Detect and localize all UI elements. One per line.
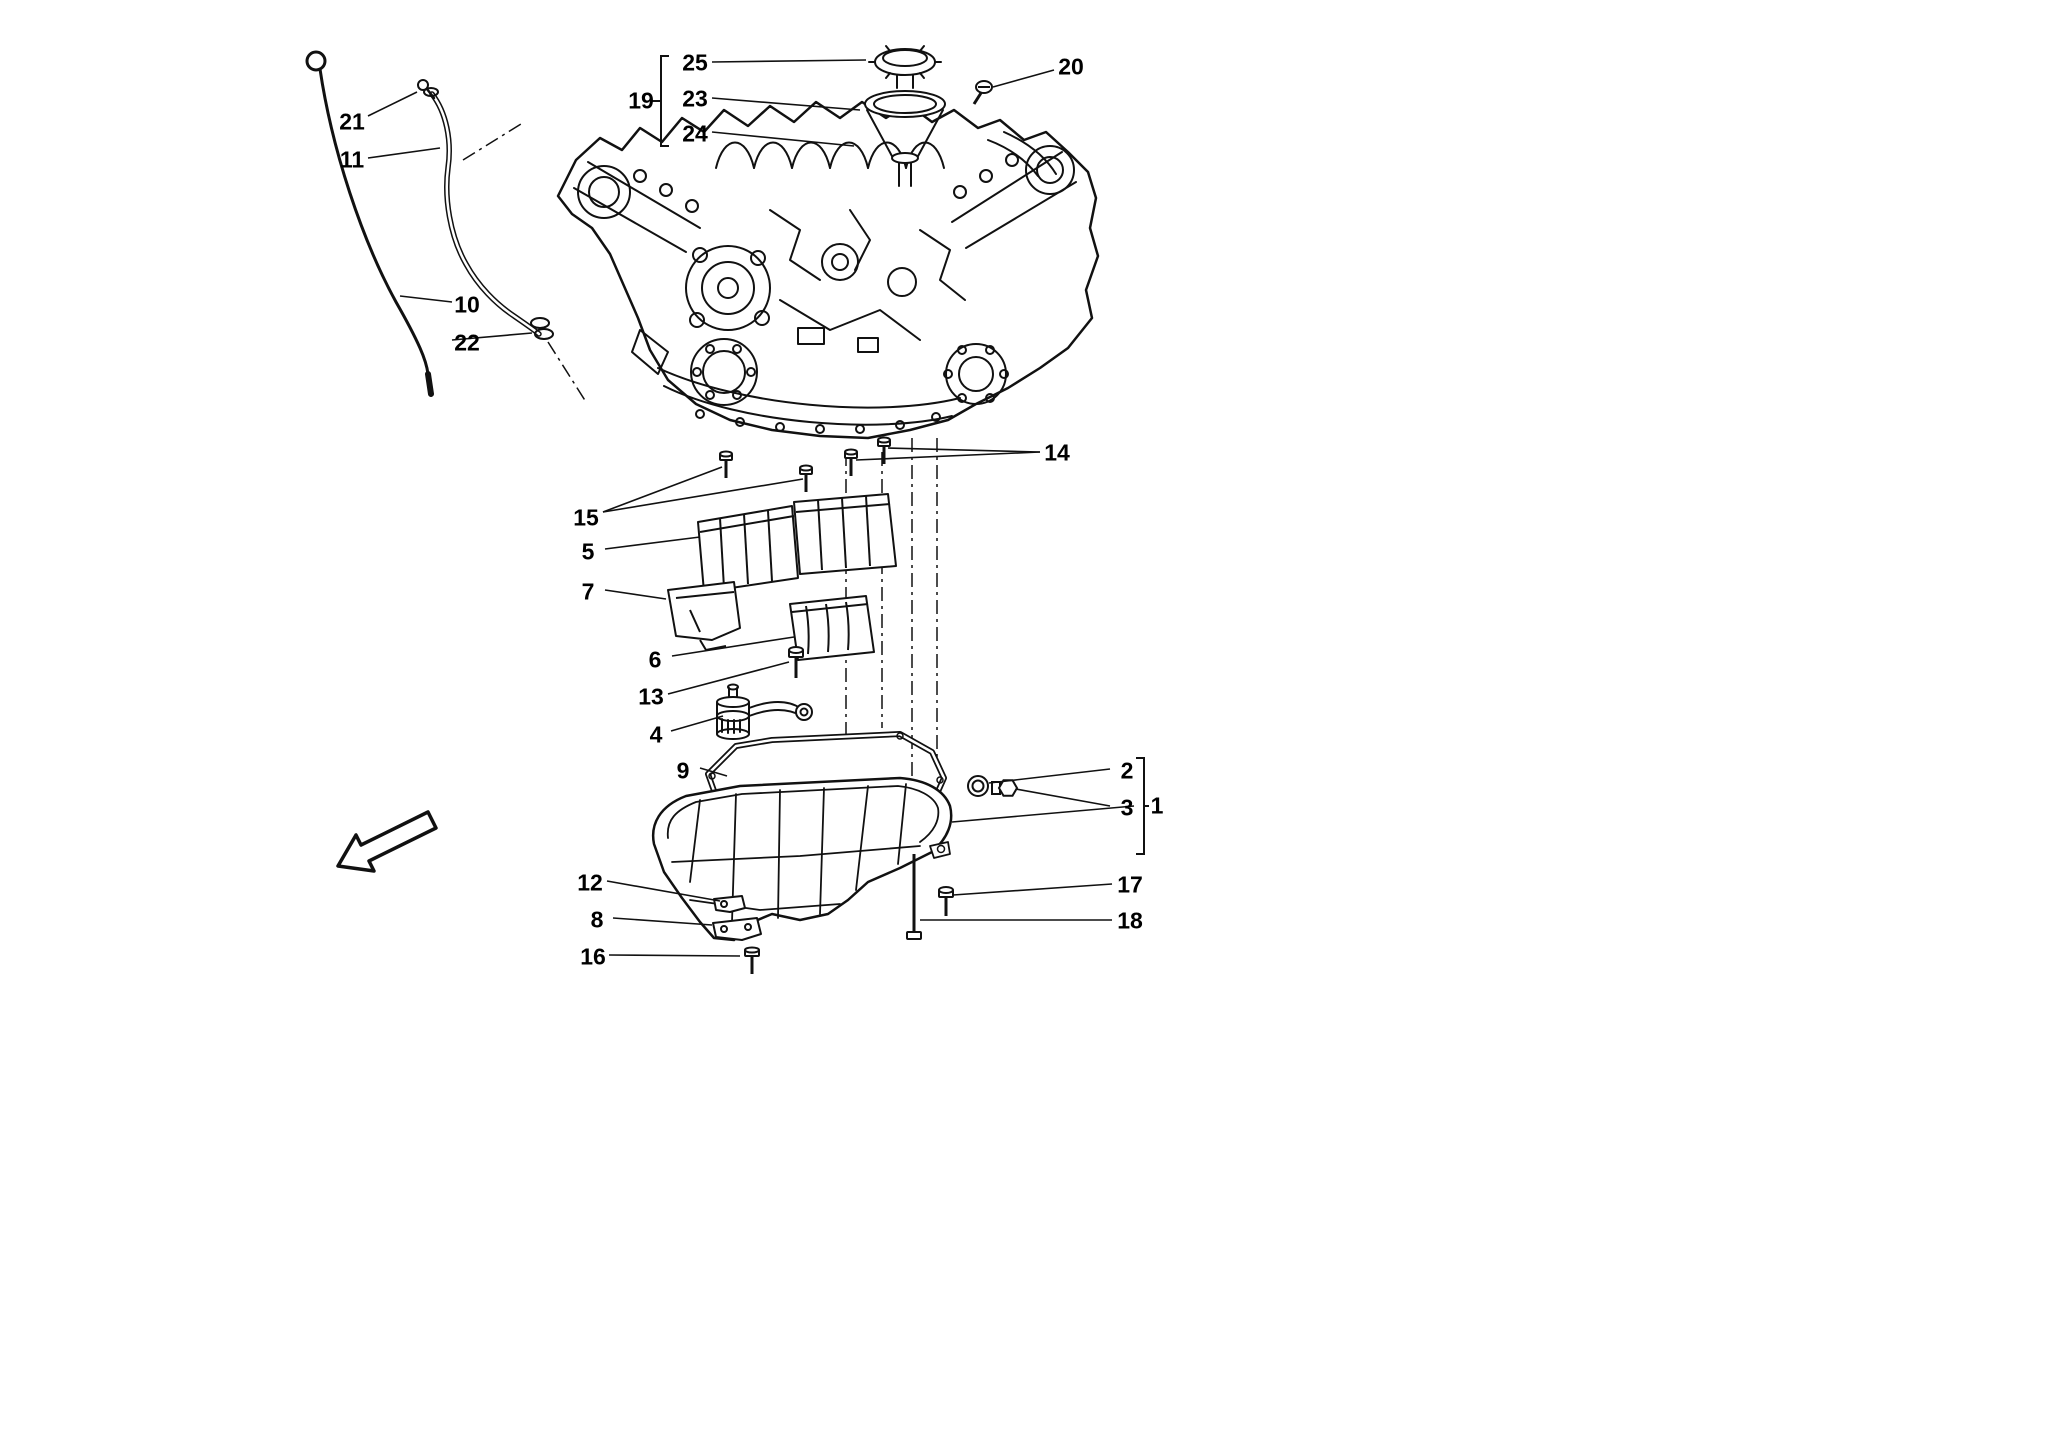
leader-lines: [367, 59, 1135, 957]
callout-2: 2: [1120, 757, 1134, 784]
callout-10: 10: [454, 291, 480, 318]
callout-20: 20: [1058, 53, 1084, 80]
callout-24: 24: [682, 120, 708, 147]
oil-filler-funnel-art: [864, 45, 946, 187]
oil-pickup-art: [716, 683, 813, 740]
sump-fasteners-art: [744, 854, 954, 974]
callout-16: 16: [580, 943, 606, 970]
callout-21: 21: [339, 108, 365, 135]
cover-bolts-art: [719, 436, 891, 492]
engine-block-art: [556, 100, 1100, 440]
small-brackets-art: [712, 895, 762, 941]
callout-17: 17: [1117, 871, 1143, 898]
pickup-bolt-art: [788, 646, 804, 678]
callout-4: 4: [649, 721, 663, 748]
direction-arrow-icon: [336, 810, 438, 873]
callout-12: 12: [577, 869, 603, 896]
callout-18: 18: [1117, 907, 1143, 934]
callout-7: 7: [581, 578, 595, 605]
callout-5: 5: [581, 538, 595, 565]
filler-screw-art: [972, 80, 993, 105]
side-covers-art: [667, 581, 875, 661]
drain-plug-art: [967, 775, 1019, 797]
baffle-plates-art: [697, 493, 897, 593]
oil-sump-art: [651, 776, 953, 942]
callout-6: 6: [648, 646, 662, 673]
callout-3: 3: [1120, 794, 1134, 821]
dipstick-tube-art: [417, 79, 554, 340]
callout-14: 14: [1044, 439, 1070, 466]
callout-25: 25: [682, 49, 708, 76]
callout-13: 13: [638, 683, 664, 710]
callout-19: 19: [628, 87, 654, 114]
callout-8: 8: [590, 906, 604, 933]
callout-9: 9: [676, 757, 690, 784]
callout-15: 15: [573, 504, 599, 531]
callout-22: 22: [454, 329, 480, 356]
callout-11: 11: [339, 146, 365, 173]
callout-1: 1: [1150, 792, 1164, 819]
callout-23: 23: [682, 85, 708, 112]
dipstick-art: [305, 50, 434, 397]
grouping-brackets: [652, 55, 1149, 855]
